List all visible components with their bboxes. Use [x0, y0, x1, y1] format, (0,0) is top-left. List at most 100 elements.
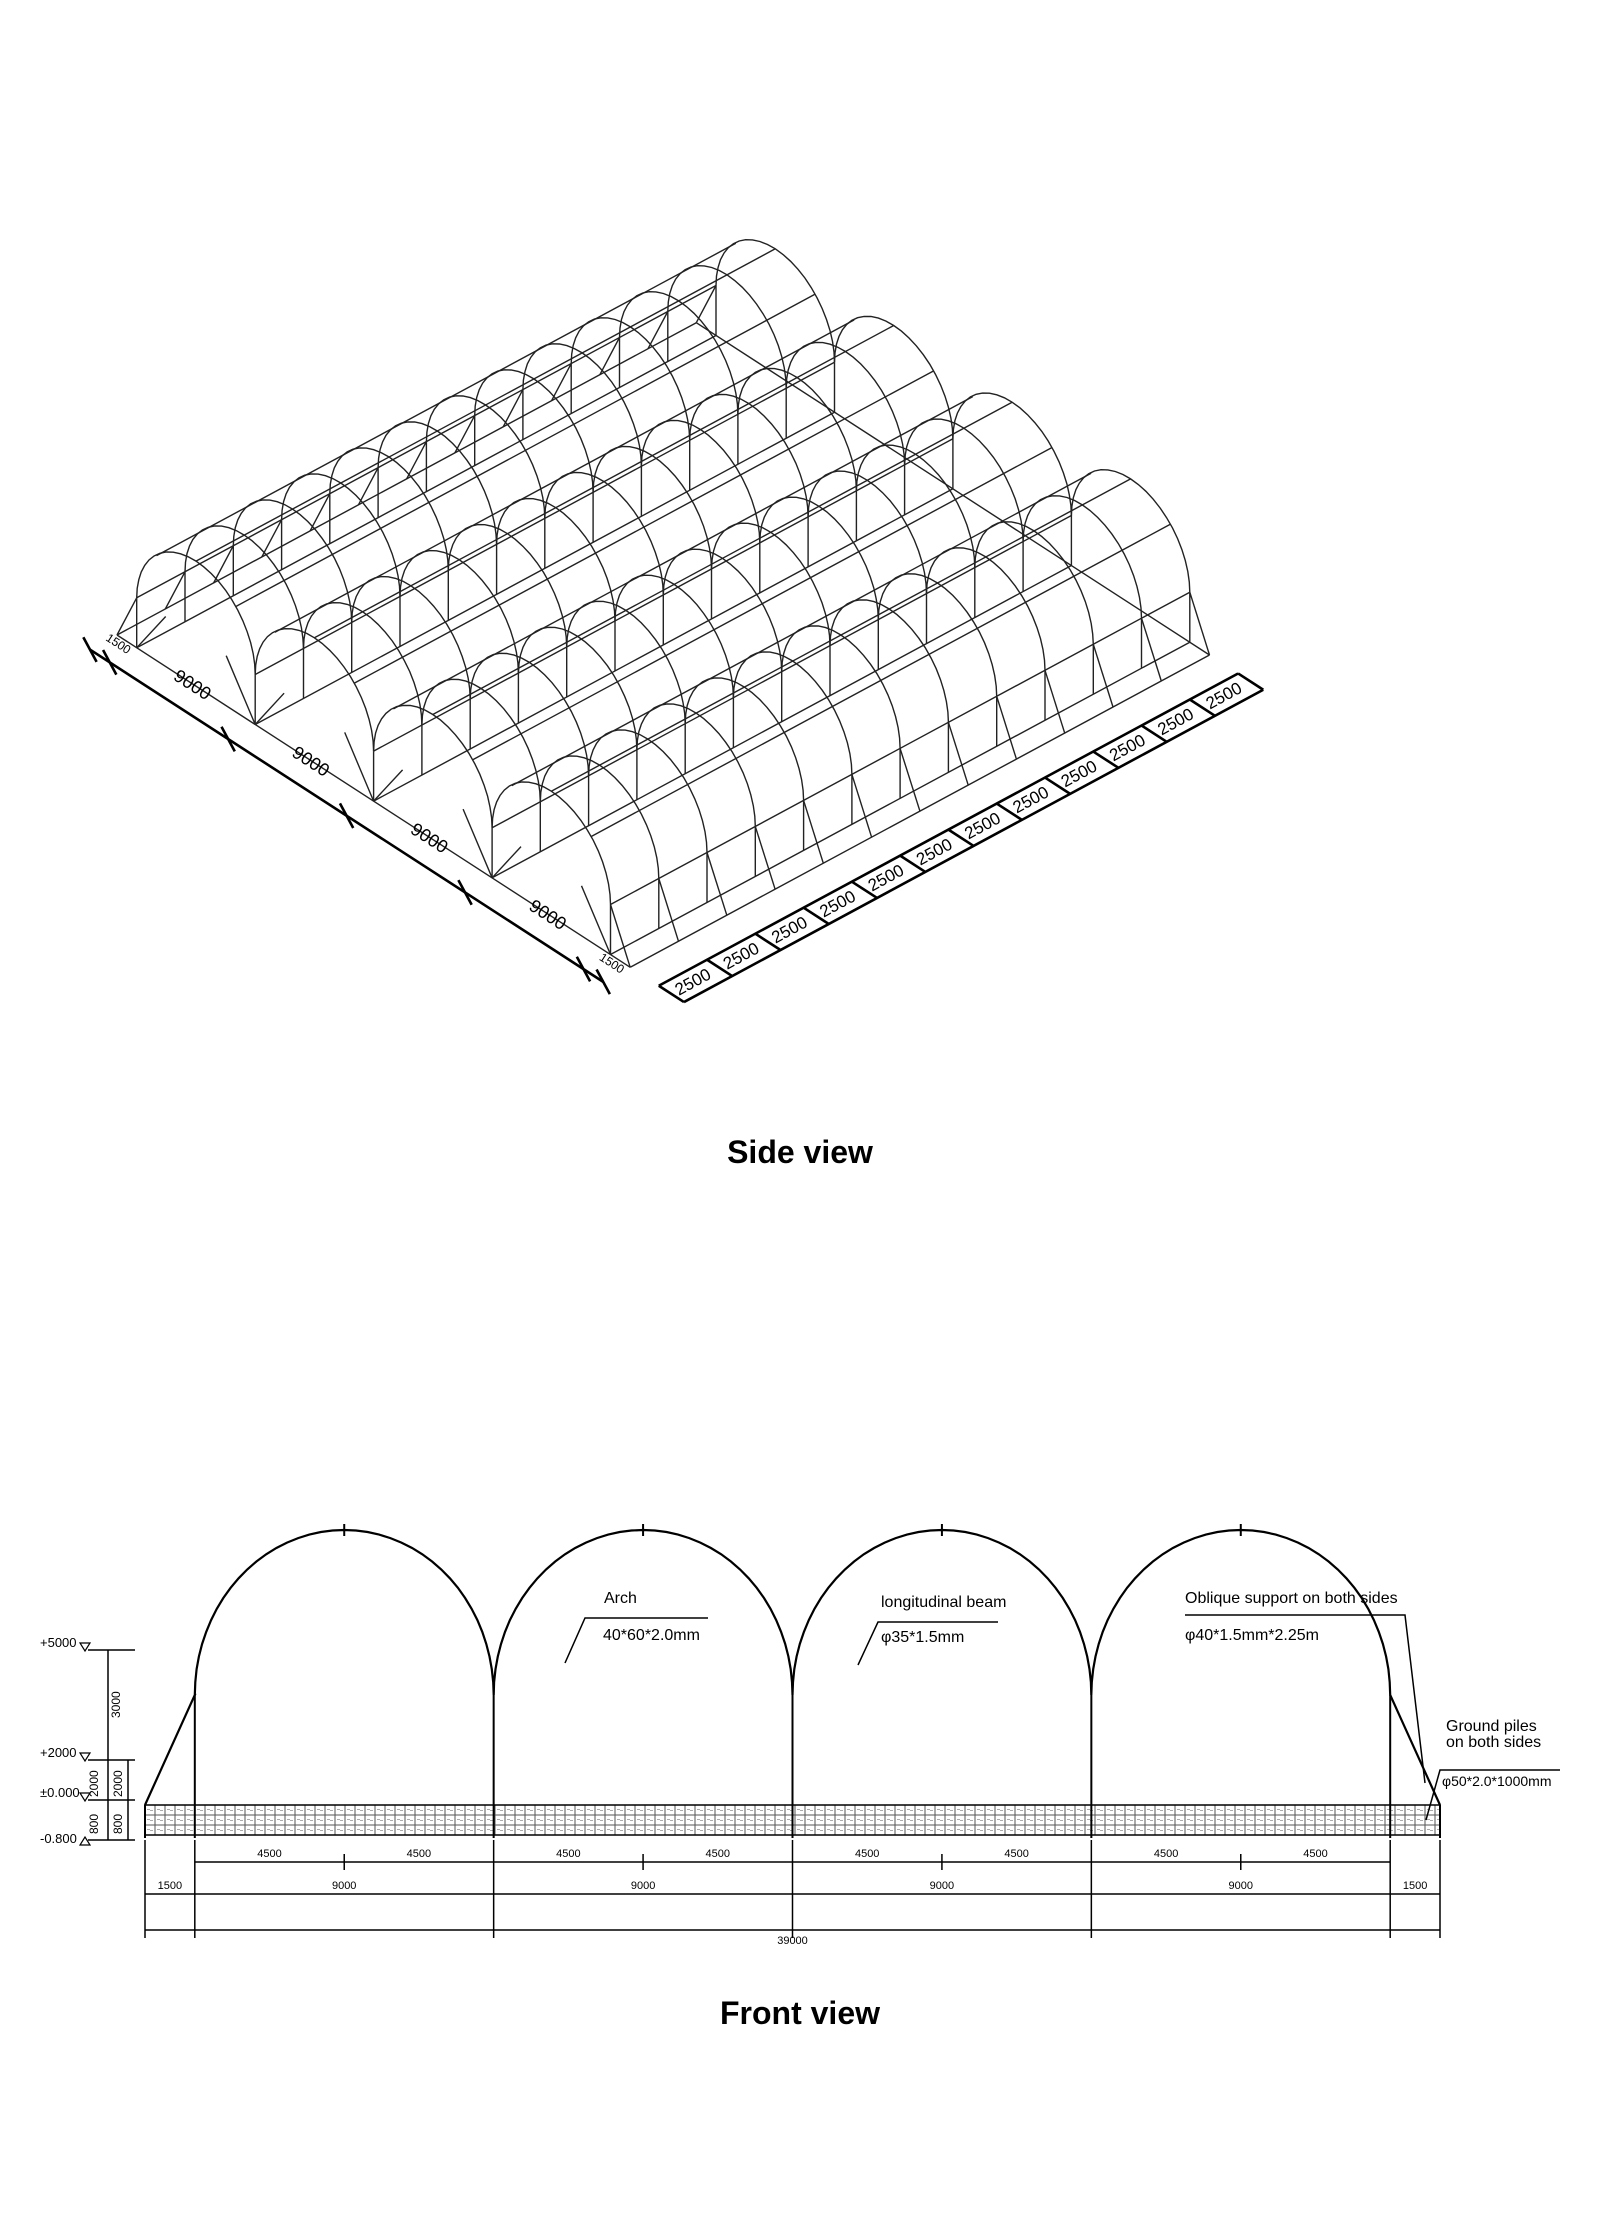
- arch-rib: [952, 392, 1073, 516]
- bay-dim-line: [658, 672, 1239, 987]
- arch-rib: [614, 574, 735, 698]
- callouts: [564, 1614, 1560, 1821]
- bay-dim-tick: [851, 880, 878, 900]
- arch-profile: [143, 1528, 1442, 1806]
- bay-dim-label: 2500: [961, 809, 1003, 844]
- total-dim-label: 39000: [777, 1935, 808, 1947]
- bay-dim-tick: [706, 958, 733, 978]
- oblique-spec: φ40*1.5mm*2.25m: [1185, 1627, 1319, 1644]
- bay-dim-label: 2500: [720, 939, 762, 974]
- oblique-title: Oblique support on both sides: [1185, 1590, 1398, 1607]
- bay-dim-label: 2500: [913, 835, 955, 870]
- arch-rib: [447, 523, 568, 648]
- width-dim-label: 1500: [597, 950, 627, 976]
- arch-rib: [732, 651, 853, 775]
- span-dim-label: 9000: [631, 1880, 655, 1892]
- front-view-elevation: +5000 +2000 ±0.000 -0.800 3000 2000 2000…: [40, 1524, 1560, 1947]
- callout-text: Arch 40*60*2.0mm longitudinal beam φ35*1…: [603, 1590, 1551, 1789]
- arch-rib: [684, 677, 805, 801]
- width-dim-label: 9000: [407, 819, 451, 858]
- arch-rib: [759, 496, 879, 620]
- width-dim-tick: [220, 726, 236, 752]
- width-dim-tick: [457, 879, 473, 906]
- pile-title-1: Ground piles: [1446, 1718, 1537, 1735]
- beam-title: longitudinal beam: [881, 1594, 1006, 1611]
- arch-rib: [710, 522, 831, 646]
- arch-rib: [517, 626, 638, 750]
- width-dim-label: 1500: [103, 631, 133, 657]
- span-dim-label: 9000: [930, 1880, 954, 1892]
- side-view-caption: Side view: [727, 1134, 873, 1170]
- span-dim-label: 9000: [1229, 1880, 1253, 1892]
- bay-dim-tick: [1237, 672, 1264, 691]
- bay-dim-label: 2500: [865, 861, 907, 896]
- vdim-3000: 3000: [109, 1691, 123, 1718]
- arch-rib: [469, 652, 590, 776]
- arch-rib: [421, 678, 541, 802]
- bay-dim-tick: [1140, 724, 1168, 743]
- front-posts: [144, 1524, 1441, 1838]
- width-dim-label: 9000: [170, 665, 214, 704]
- arch-rib: [539, 755, 660, 879]
- elevation-label-0: ±0.000: [40, 1785, 80, 1800]
- elevation-markers: +5000 +2000 ±0.000 -0.800 3000 2000 2000…: [40, 1635, 135, 1846]
- arch-rib: [829, 599, 950, 723]
- arch-rib: [715, 238, 836, 363]
- arch-rib: [351, 575, 471, 700]
- arch-spec: 40*60*2.0mm: [603, 1627, 700, 1644]
- width-dim-tick: [101, 649, 118, 676]
- bay-dim-label: 2500: [768, 913, 810, 948]
- vdim-800-a: 800: [87, 1814, 101, 1834]
- half-span-dim-label: 4500: [1303, 1848, 1327, 1860]
- width-dim-label: 9000: [289, 742, 333, 781]
- arch-rib: [636, 703, 756, 827]
- half-span-dim-label: 4500: [407, 1848, 431, 1860]
- width-dim-tick: [595, 968, 611, 995]
- arch-rib: [587, 729, 708, 853]
- half-span-dim-label: 4500: [706, 1848, 730, 1860]
- bay-dim-tick: [802, 906, 830, 926]
- arch-rib: [618, 290, 739, 415]
- width-dim-tick: [338, 802, 355, 829]
- bay-dim-tick: [995, 802, 1023, 821]
- arch-rib: [855, 444, 976, 568]
- arch-rib: [833, 315, 954, 439]
- span-dim-label: 1500: [158, 1880, 182, 1892]
- half-span-dim-label: 4500: [556, 1848, 580, 1860]
- pile-spec: φ50*2.0*1000mm: [1442, 1773, 1551, 1789]
- span-dim-label: 1500: [1403, 1880, 1427, 1892]
- front-view-caption: Front view: [719, 1995, 880, 2031]
- elevation-label-minus-800: -0.800: [40, 1831, 77, 1846]
- bay-dim-tick: [754, 932, 782, 952]
- vdim-800-b: 800: [111, 1814, 125, 1834]
- arch-rib: [495, 497, 616, 622]
- arch-rib: [662, 548, 783, 672]
- vdim-2000-b: 2000: [111, 1770, 125, 1797]
- half-span-dim-label: 4500: [855, 1848, 879, 1860]
- arch-rib: [566, 600, 686, 724]
- bay-dim-tick: [899, 854, 927, 874]
- bay-dim-label: 2500: [1203, 678, 1245, 713]
- arch-title: Arch: [604, 1590, 637, 1607]
- bay-dim-label: 2500: [1058, 757, 1100, 792]
- arch-rib: [592, 445, 713, 570]
- half-span-dim-label: 4500: [257, 1848, 281, 1860]
- arch-rib: [399, 549, 520, 674]
- arch-rib: [640, 419, 761, 543]
- bay-dim-label: 2500: [817, 887, 859, 922]
- bay-dim-label: 2500: [1155, 704, 1197, 739]
- arch-rib: [254, 627, 375, 752]
- arch-rib: [781, 625, 901, 749]
- width-dim-tick: [82, 636, 98, 663]
- half-span-dim-label: 4500: [1004, 1848, 1028, 1860]
- bay-dim-tick: [1044, 776, 1071, 795]
- arch-rib: [1070, 468, 1191, 593]
- span-dim-label: 9000: [332, 1880, 356, 1892]
- bay-dim-label: 2500: [1106, 731, 1148, 766]
- side-view-dimensions: 1500900090009000900015002500250025002500…: [82, 631, 1264, 1004]
- bay-dim-tick: [1092, 750, 1120, 769]
- vdim-2000-a: 2000: [87, 1770, 101, 1797]
- arch-rib: [974, 521, 1094, 645]
- bay-dim-tick: [658, 984, 685, 1004]
